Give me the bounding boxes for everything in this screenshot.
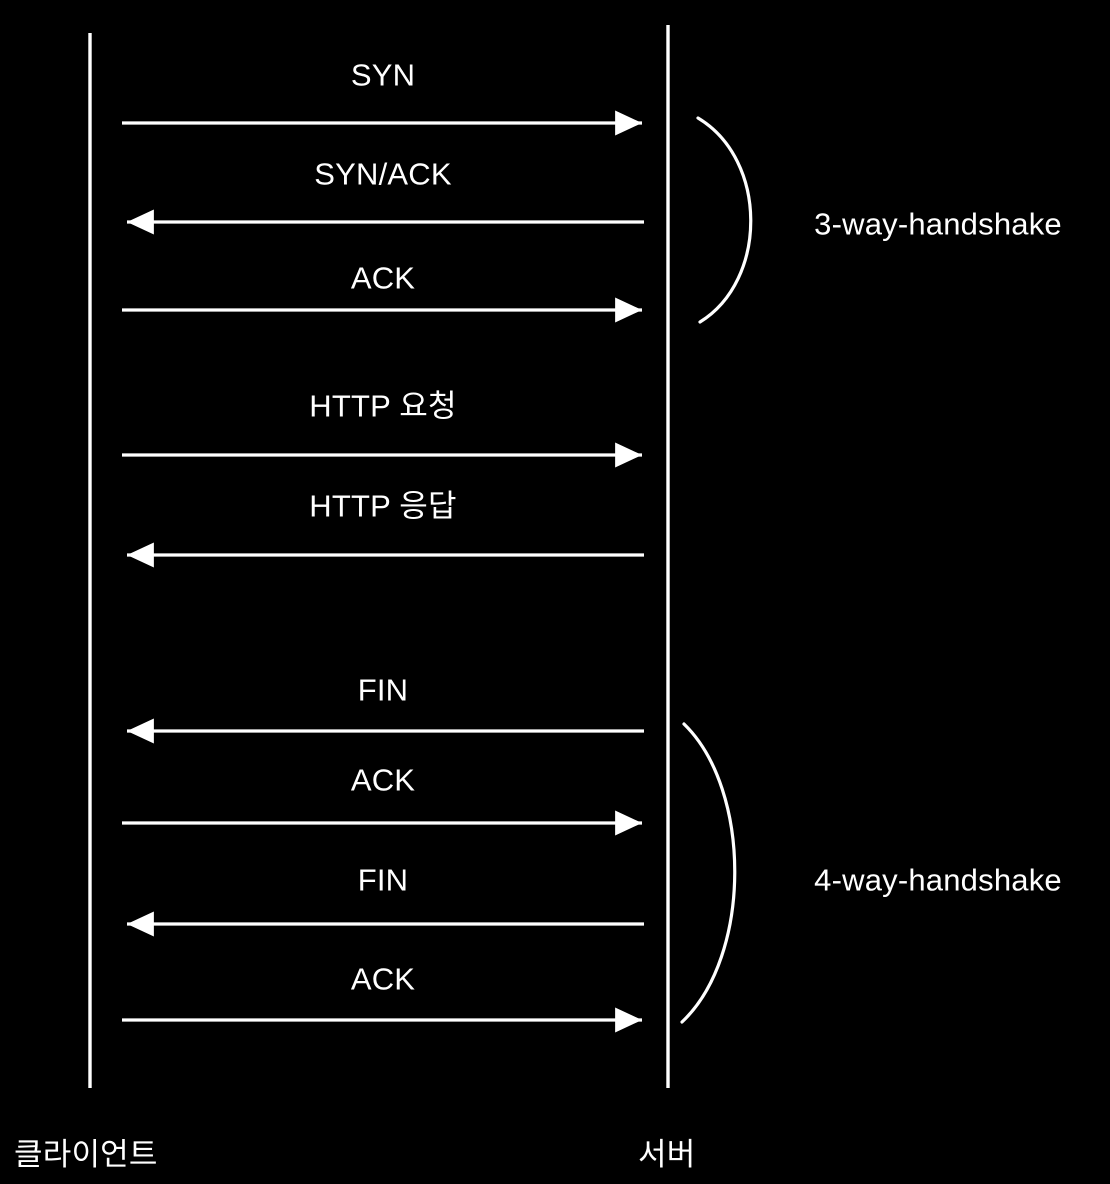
message-label-syn-ack: SYN/ACK	[314, 156, 452, 192]
message-label-syn: SYN	[350, 57, 416, 93]
group-label-four-way-handshake: 4-way-handshake	[814, 862, 1062, 898]
message-label-fin-1: FIN	[357, 672, 409, 708]
message-label-http-response: HTTP 응답	[309, 488, 457, 524]
message-label-http-request: HTTP 요청	[309, 388, 457, 424]
actor-label-client: 클라이언트	[14, 1137, 158, 1172]
message-label-fin-2: FIN	[357, 862, 409, 898]
brace-three-way-handshake	[696, 116, 753, 324]
message-label-ack-3: ACK	[350, 961, 416, 997]
group-label-three-way-handshake: 3-way-handshake	[814, 206, 1062, 242]
message-label-ack-1: ACK	[350, 260, 416, 296]
message-label-ack-2: ACK	[350, 762, 416, 798]
brace-four-way-handshake	[680, 722, 737, 1024]
actor-label-server: 서버	[638, 1137, 696, 1172]
